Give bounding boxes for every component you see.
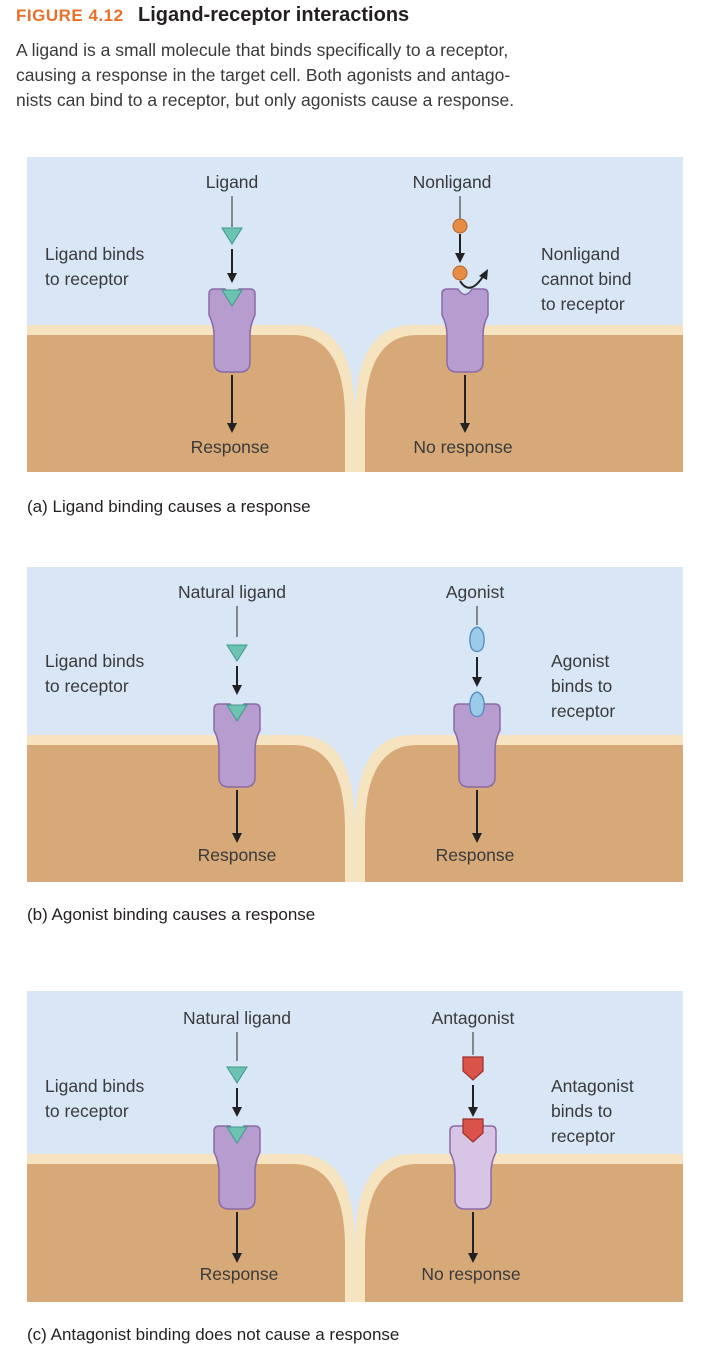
- arrow-head: [455, 253, 465, 263]
- left-cell-cytoplasm: [27, 335, 345, 472]
- receptor-icon: [441, 288, 489, 373]
- left-side-label-1: Ligand binds: [45, 244, 144, 264]
- figure-caption: A ligand is a small molecule that binds …: [16, 38, 696, 113]
- arrow-head: [468, 1107, 478, 1117]
- antagonist-icon: [462, 1056, 484, 1081]
- left-side-label-2: to receptor: [45, 1101, 129, 1121]
- right-side-label-1: Nonligand: [541, 244, 620, 264]
- right-top-label: Nonligand: [413, 172, 492, 192]
- left-top-label: Natural ligand: [183, 1008, 291, 1028]
- left-top-label: Natural ligand: [178, 582, 286, 602]
- nonligand-icon: [452, 265, 468, 281]
- right-top-label: Agonist: [446, 582, 505, 602]
- panel-c-diagram: Natural ligand Ligand binds to receptor …: [27, 991, 683, 1302]
- figure-header: FIGURE 4.12 Ligand-receptor interactions: [16, 4, 409, 27]
- panel-a: Ligand Ligand binds to receptor Response…: [27, 157, 683, 472]
- left-bottom-label: Response: [191, 437, 270, 457]
- bound-ligand-icon: [221, 289, 243, 307]
- arrow-head: [468, 1253, 478, 1263]
- panel-c-caption: (c) Antagonist binding does not cause a …: [27, 1325, 400, 1344]
- panel-b-diagram: Natural ligand Ligand binds to receptor …: [27, 567, 683, 882]
- deflect-arrow-head: [479, 269, 488, 280]
- ligand-icon: [226, 1066, 248, 1084]
- right-cell-cytoplasm: [365, 745, 683, 882]
- nonligand-icon: [452, 218, 468, 234]
- panel-a-caption: (a) Ligand binding causes a response: [27, 497, 311, 516]
- right-side-label-2: binds to: [551, 1101, 612, 1121]
- arrow-head: [232, 685, 242, 695]
- right-side-label-3: receptor: [551, 1126, 615, 1146]
- right-side-label-3: to receptor: [541, 294, 625, 314]
- left-bottom-label: Response: [200, 1264, 279, 1284]
- bound-ligand-icon: [226, 1126, 248, 1144]
- panel-b: Natural ligand Ligand binds to receptor …: [27, 567, 683, 882]
- left-cell-cytoplasm: [27, 1164, 345, 1302]
- right-bottom-label: Response: [436, 845, 515, 865]
- arrow-head: [232, 1253, 242, 1263]
- panel-c: Natural ligand Ligand binds to receptor …: [27, 991, 683, 1302]
- arrow-head: [232, 833, 242, 843]
- arrow-head: [227, 423, 237, 433]
- ligand-icon: [226, 644, 248, 662]
- ligand-icon: [221, 227, 243, 245]
- right-top-label: Antagonist: [432, 1008, 515, 1028]
- right-side-label-2: cannot bind: [541, 269, 632, 289]
- panel-a-diagram: Ligand Ligand binds to receptor Response…: [27, 157, 683, 472]
- right-side-label-3: receptor: [551, 701, 615, 721]
- left-cell-cytoplasm: [27, 745, 345, 882]
- bound-agonist-icon: [469, 691, 485, 718]
- panel-b-caption: (b) Agonist binding causes a response: [27, 905, 316, 924]
- right-side-label-1: Antagonist: [551, 1076, 634, 1096]
- arrow-head: [227, 273, 237, 283]
- left-side-label-2: to receptor: [45, 676, 129, 696]
- deflect-arrow-line: [459, 274, 485, 289]
- arrow-head: [472, 677, 482, 687]
- arrow-head: [460, 423, 470, 433]
- bound-ligand-icon: [226, 704, 248, 722]
- caption-line: causing a response in the target cell. B…: [16, 65, 511, 85]
- right-cell-cytoplasm: [365, 335, 683, 472]
- arrow-head: [472, 833, 482, 843]
- bound-antagonist-icon: [462, 1118, 484, 1143]
- right-bottom-label: No response: [413, 437, 512, 457]
- caption-line: A ligand is a small molecule that binds …: [16, 40, 509, 60]
- figure-label: FIGURE 4.12: [16, 6, 124, 25]
- figure-title: Ligand-receptor interactions: [138, 4, 410, 26]
- left-top-label: Ligand: [206, 172, 259, 192]
- left-side-label-1: Ligand binds: [45, 651, 144, 671]
- left-bottom-label: Response: [198, 845, 277, 865]
- right-cell-cytoplasm: [365, 1164, 683, 1302]
- left-side-label-1: Ligand binds: [45, 1076, 144, 1096]
- caption-line: nists can bind to a receptor, but only a…: [16, 90, 515, 110]
- right-side-label-1: Agonist: [551, 651, 610, 671]
- right-bottom-label: No response: [421, 1264, 520, 1284]
- left-side-label-2: to receptor: [45, 269, 129, 289]
- agonist-icon: [469, 626, 485, 653]
- right-side-label-2: binds to: [551, 676, 612, 696]
- arrow-head: [232, 1107, 242, 1117]
